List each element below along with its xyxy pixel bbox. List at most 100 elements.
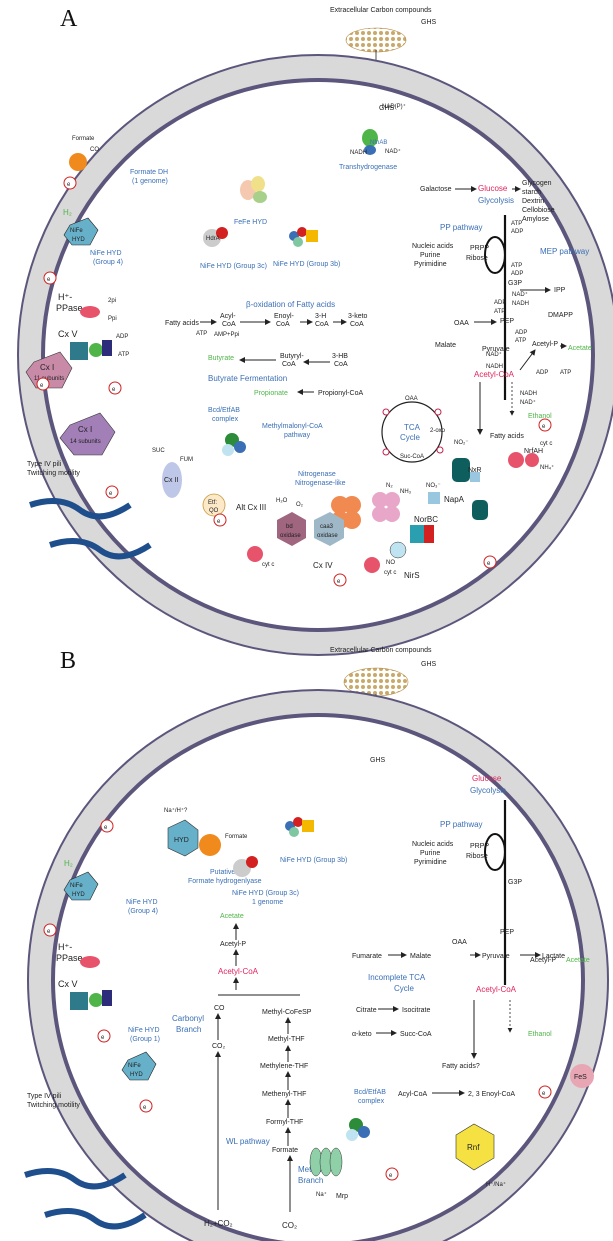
- electron-tokens-b: e e e e e e: [43, 819, 552, 1181]
- nifehyd4-group-sub: (Group 4): [93, 259, 123, 266]
- butyrate-fermentation-label: Butyrate Fermentation: [208, 374, 287, 383]
- atp-synthase-icon-b: [70, 990, 112, 1010]
- nirs-label: NirS: [404, 571, 420, 580]
- svg-text:NiFe: NiFe: [128, 1063, 141, 1069]
- svg-text:e: e: [101, 1035, 105, 1041]
- twopi-a: 2pi: [108, 298, 116, 304]
- svg-text:Amylose: Amylose: [522, 216, 549, 223]
- nadh-pyr: NADH: [486, 364, 503, 370]
- nifehyd4-icon-b: [63, 871, 99, 901]
- inner-membrane-a: [41, 78, 595, 632]
- nadh-gly: NADH: [512, 301, 529, 307]
- svg-text:Cellobiose: Cellobiose: [522, 207, 555, 214]
- lactate-label: Lactate: [542, 953, 565, 960]
- keto-coa-a: 3-keto: [348, 313, 368, 320]
- wl-pathway-label: WL pathway: [226, 1137, 270, 1146]
- methylmalonyl-label: Methylmalonyl-CoA: [262, 423, 323, 430]
- co-label-a: CO: [90, 147, 99, 153]
- h-na-label: H⁺/Na⁺: [486, 1181, 506, 1188]
- n2-label: N₂: [386, 483, 393, 489]
- svg-text:e: e: [143, 1105, 147, 1111]
- svg-text:Pyrimidine: Pyrimidine: [414, 859, 447, 866]
- svg-text:HYD: HYD: [72, 892, 85, 898]
- glycolysis-label-a: Glycolysis: [478, 196, 514, 205]
- hdra-icon-b: [233, 856, 258, 877]
- ppase-icon-b: [80, 956, 100, 968]
- nifehyd3b-icon-b: [285, 817, 314, 837]
- methyl-thf: Methyl-THF: [268, 1036, 305, 1043]
- nad-plus-1: NAD⁺: [385, 148, 401, 155]
- cxi-14-icon: [59, 412, 116, 456]
- cxi-14-sub: 14 subunits: [70, 439, 101, 445]
- ppase-label-a: H⁺-: [58, 292, 72, 302]
- svg-text:e: e: [112, 387, 116, 393]
- h2-label-a: H₂: [63, 208, 72, 217]
- formate-wl: Formate: [272, 1147, 298, 1154]
- cyt-c-label-3: cyt c: [540, 441, 552, 447]
- nadh-eth: NADH: [520, 391, 537, 397]
- h2co2-label: H₂+CO₂: [204, 1219, 233, 1228]
- cyt-c-label-1: cyt c: [384, 570, 396, 576]
- ppi-a: Ppi: [108, 316, 117, 322]
- acetyl-coa-wl: Acetyl-CoA: [218, 967, 259, 976]
- caa3-label: caa3: [320, 524, 334, 530]
- acetate-label-b: Acetate: [566, 957, 590, 964]
- svg-text:CoA: CoA: [276, 321, 290, 328]
- cxii-icon: [162, 462, 182, 498]
- pyruvate-label-b: Pyruvate: [482, 953, 510, 960]
- norbc-label: NorBC: [414, 515, 438, 524]
- oaa-label-a: OAA: [454, 320, 469, 327]
- nifehyd3b-label: NiFe HYD (Group 3b): [273, 261, 340, 268]
- acetyl-p-label-a: Acetyl-P: [532, 341, 558, 348]
- pyruvate-label-a: Pyruvate: [482, 346, 510, 353]
- acetyl-p-wl: Acetyl-P: [220, 941, 246, 948]
- svg-text:Purine: Purine: [420, 252, 440, 259]
- nifehyd3b-icon: [289, 227, 318, 247]
- rnf-label: Rnf: [467, 1143, 480, 1152]
- nadh-1: NADH: [350, 150, 367, 156]
- glycolysis-label-b: Glycolysis: [470, 786, 506, 795]
- co2-bottom-label: CO₂: [282, 1221, 297, 1230]
- extracellular-label-b: Extracellular Carbon compounds: [330, 647, 432, 654]
- svg-text:e: e: [109, 491, 113, 497]
- isocitrate-label: Isocitrate: [402, 1007, 431, 1014]
- adp-gly-2: ADP: [511, 271, 523, 277]
- hydroxy-coa-a: 3-H: [315, 313, 326, 320]
- svg-text:Cycle: Cycle: [400, 433, 421, 442]
- svg-text:Dextrin: Dextrin: [522, 198, 544, 205]
- fes-icon: [570, 1064, 594, 1088]
- pep-label-b: PEP: [500, 929, 514, 936]
- amp-ppi: AMP+Ppi: [214, 332, 239, 338]
- transhydrogenase-label: Transhydrogenase: [339, 164, 397, 171]
- svg-text:QO: QO: [209, 508, 219, 514]
- panel-b-label: B: [60, 648, 76, 674]
- nifehyd4-label: NiFe: [70, 228, 83, 234]
- svg-text:complex: complex: [358, 1098, 385, 1105]
- formate-label-a: Formate: [72, 136, 95, 142]
- svg-text:Ribose: Ribose: [466, 853, 488, 860]
- acetyl-coa-label-a: Acetyl-CoA: [474, 370, 515, 379]
- ppase-label-b: H⁺-: [58, 942, 72, 952]
- g3p-label-b: G3P: [508, 879, 522, 886]
- svg-text:Branch: Branch: [298, 1176, 323, 1185]
- cxi-14-label: Cx I: [78, 425, 92, 434]
- svg-text:oxidase: oxidase: [280, 533, 301, 539]
- malate-label-a: Malate: [435, 342, 456, 349]
- atp-gly-3: ATP: [494, 309, 505, 315]
- h2-label-b: H₂: [64, 859, 73, 868]
- fatty-acids-b: Fatty acids?: [442, 1063, 480, 1070]
- svg-text:oxidase: oxidase: [317, 533, 338, 539]
- svg-text:Ribose: Ribose: [466, 255, 488, 262]
- panel-a-label: A: [60, 6, 78, 32]
- panel-a: A Extracellular Carbon compounds GHS GHS…: [17, 6, 613, 656]
- fhl-icon: [199, 834, 221, 856]
- svg-text:HYD: HYD: [72, 237, 85, 243]
- h2o-label-a: H₂O: [276, 498, 288, 504]
- nadp-plus-1: NAD(P)⁺: [382, 103, 406, 110]
- nrfah-icon: [508, 452, 524, 468]
- svg-text:e: e: [337, 579, 341, 585]
- carbonyl-branch-label: Carbonyl: [172, 1014, 204, 1023]
- ghs-inner-b: GHS: [370, 757, 386, 764]
- ipp-label: IPP: [554, 287, 566, 294]
